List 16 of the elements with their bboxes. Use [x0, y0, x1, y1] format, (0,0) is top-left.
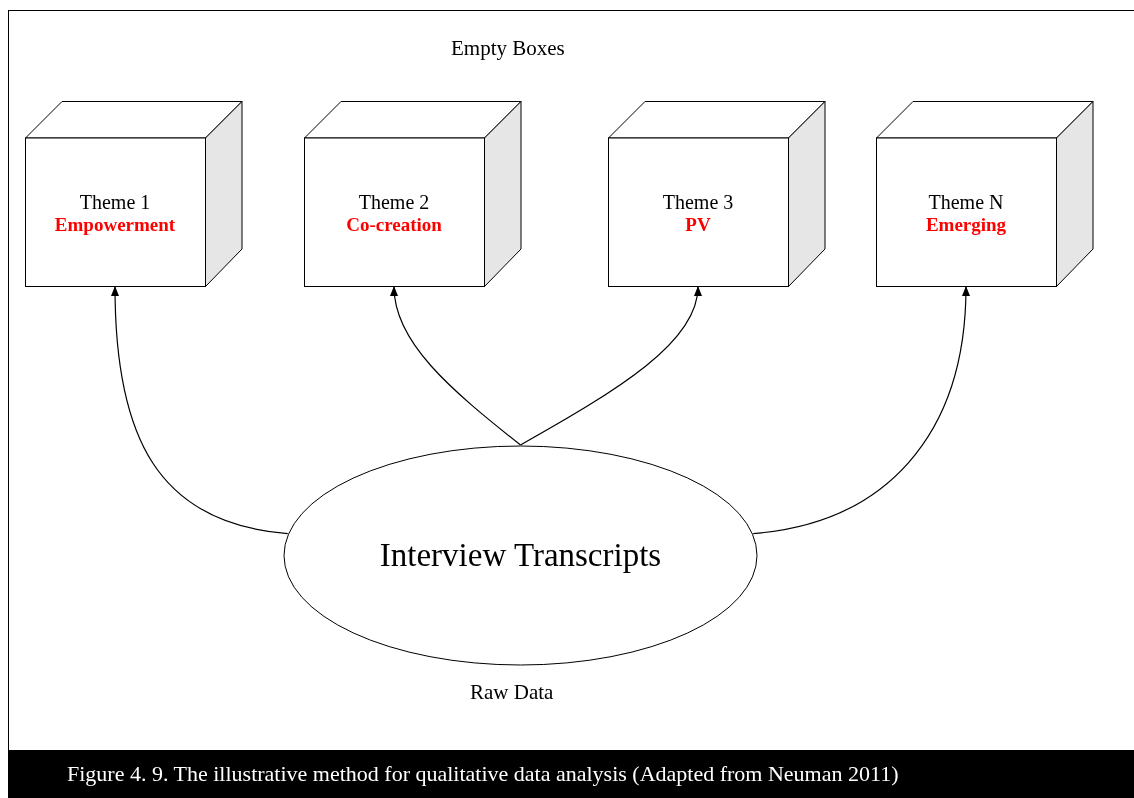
arrow: [519, 286, 701, 446]
arrow: [752, 286, 970, 535]
theme-name: Co-creation: [346, 213, 442, 237]
figure-caption: Figure 4. 9. The illustrative method for qualitative data analysis (Adapted from Neuman 2011): [8, 750, 1134, 798]
ellipse-label: Interview Transcripts: [379, 537, 662, 574]
theme-title: Theme 2: [358, 189, 430, 214]
theme-name: Emerging: [925, 213, 1007, 237]
theme-title: Theme 1: [79, 189, 151, 214]
arrow: [390, 286, 522, 446]
arrow: [111, 286, 289, 535]
theme-name: Empowerment: [54, 213, 176, 237]
section-label: Raw Data: [470, 680, 554, 705]
theme-title: Theme 3: [662, 189, 734, 214]
theme-name: PV: [685, 213, 711, 237]
theme-title: Theme N: [928, 189, 1004, 214]
section-label: Empty Boxes: [451, 36, 565, 61]
